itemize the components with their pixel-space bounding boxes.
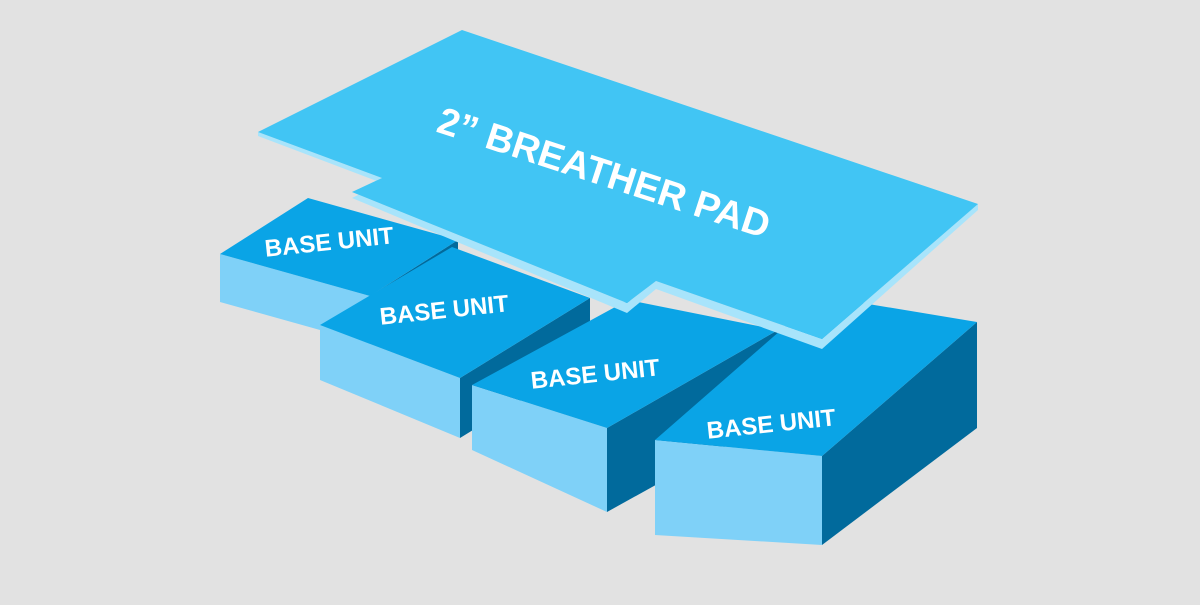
breather-pad-edge [258,132,978,349]
base-unit-1-top [220,198,458,296]
base-unit-4: BASE UNIT [655,296,977,545]
breather-pad: 2” BREATHER PAD [258,30,978,349]
breather-pad-top [258,30,978,339]
base-unit-4-top [655,296,977,456]
base-unit-4-front [655,440,822,545]
base-unit-3-top [472,300,778,428]
base-unit-2-top [320,247,590,378]
base-unit-4-side [822,322,977,545]
base-unit-2-front [320,325,460,438]
base-unit-3-front [472,385,607,512]
